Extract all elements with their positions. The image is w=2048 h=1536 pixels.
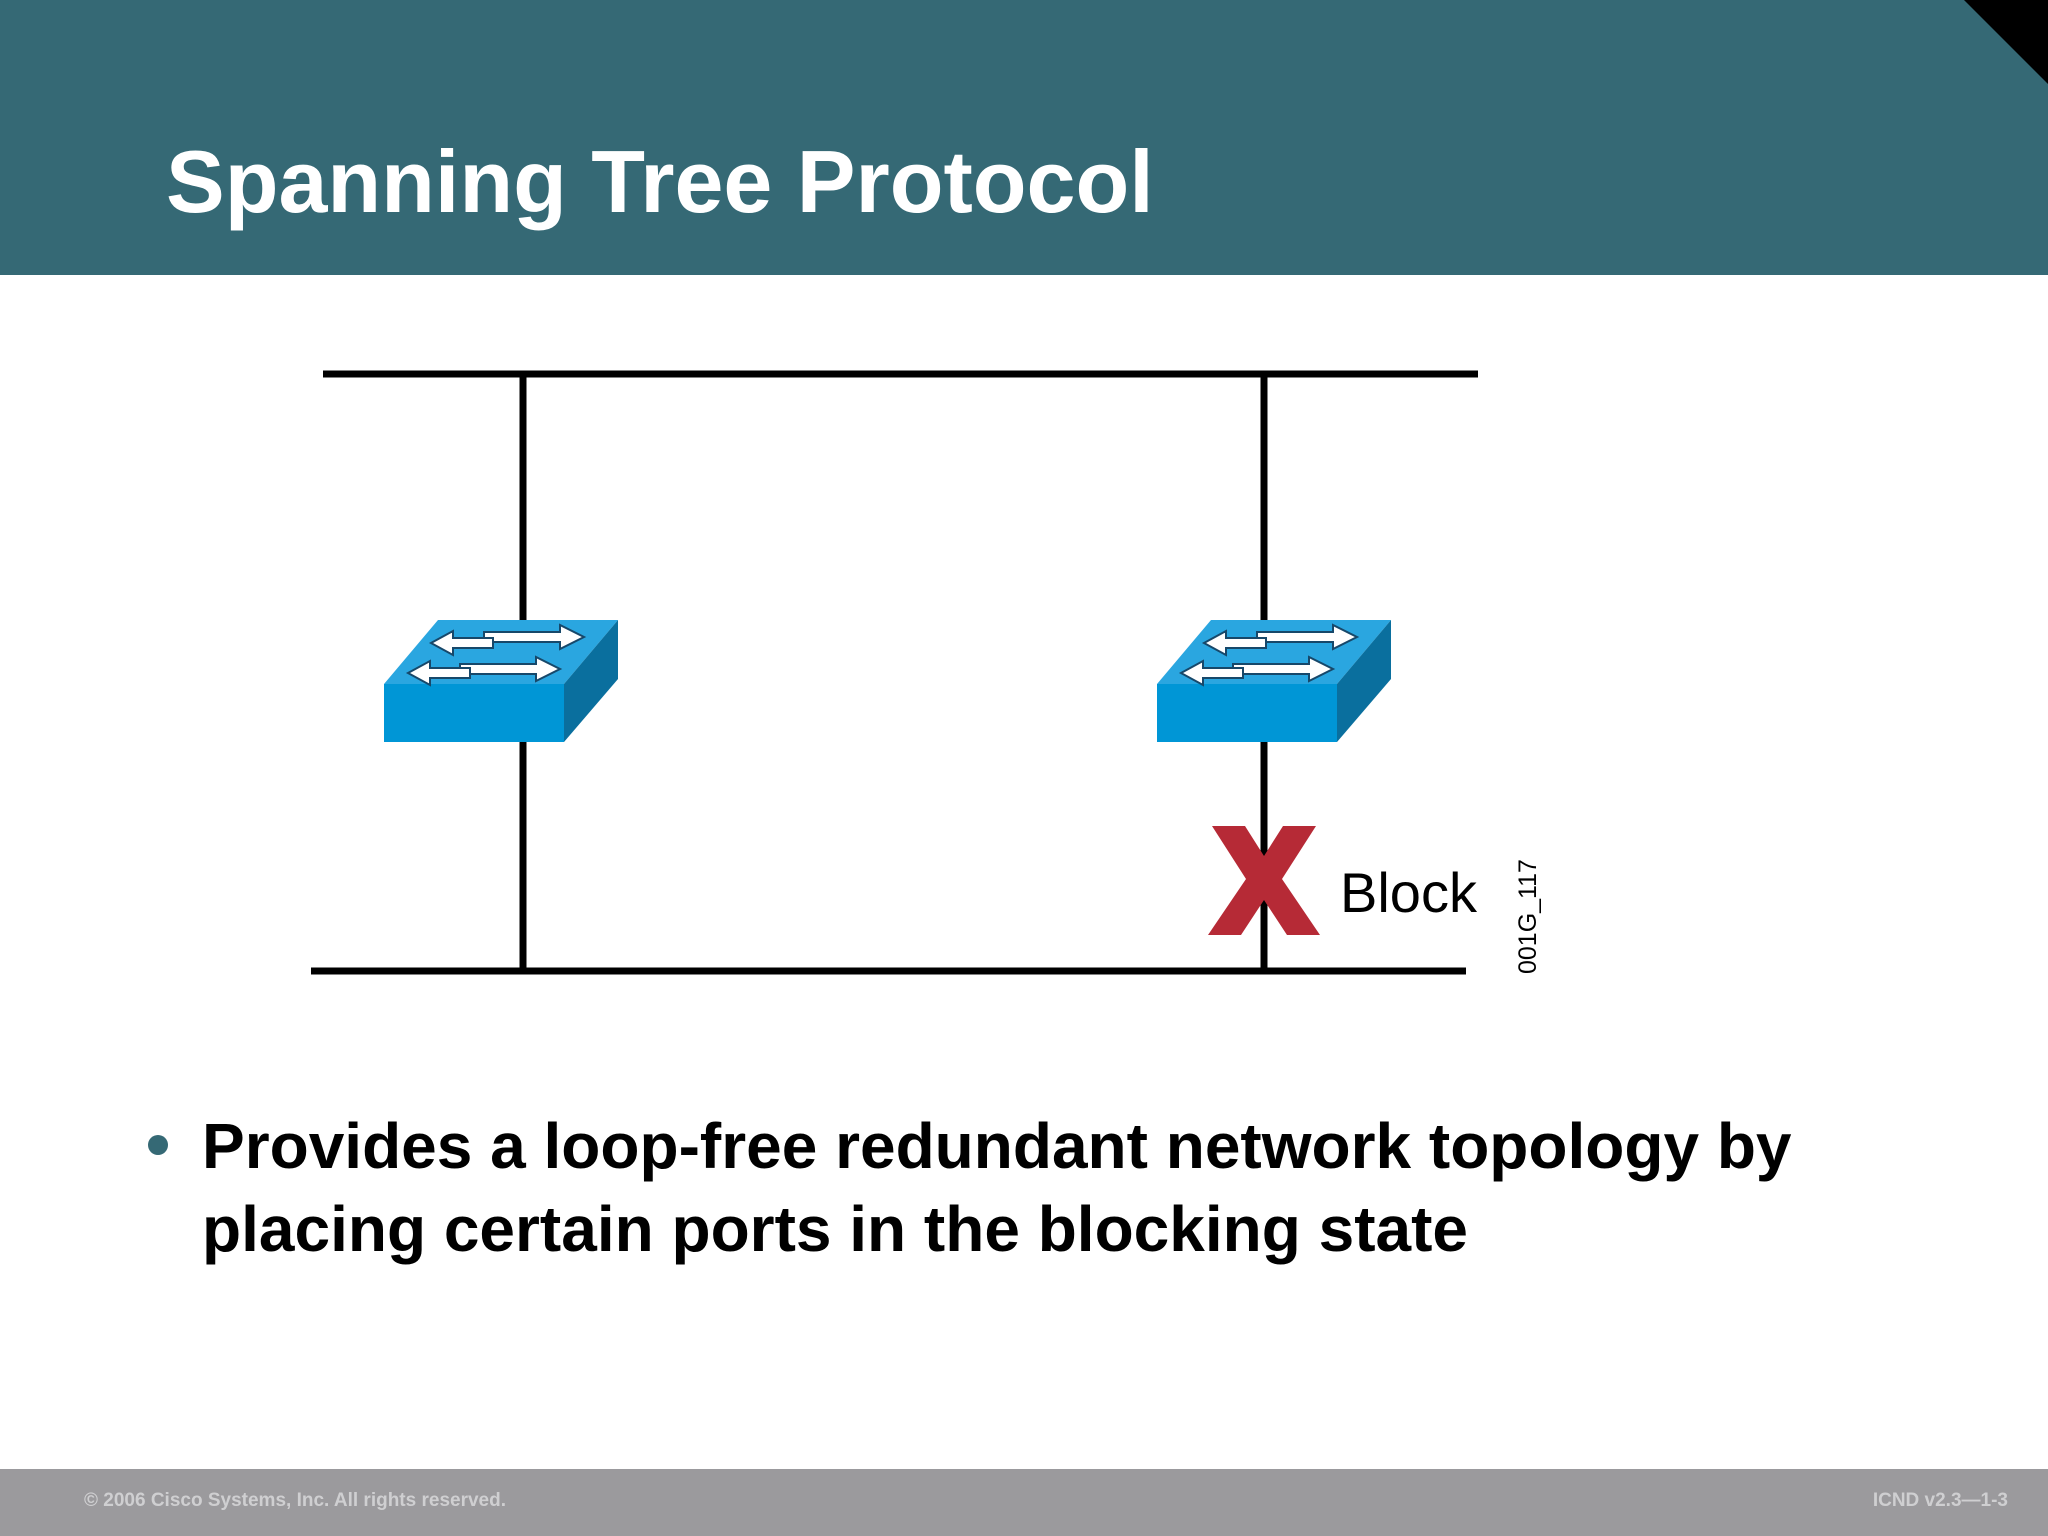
right-switch-icon — [1157, 620, 1391, 742]
block-label: Block — [1340, 861, 1478, 924]
corner-triangle — [1964, 0, 2048, 84]
bullet-dot-icon — [148, 1135, 168, 1155]
bullet-text: Provides a loop-free redundant network t… — [202, 1110, 1792, 1265]
slide-number: ICND v2.3—1-3 — [1872, 1490, 2008, 1511]
bullet-item: Provides a loop-free redundant network t… — [148, 1105, 1998, 1271]
copyright-text: © 2006 Cisco Systems, Inc. All rights re… — [84, 1490, 506, 1511]
footer-bar: © 2006 Cisco Systems, Inc. All rights re… — [0, 1469, 2048, 1536]
title-bar: Spanning Tree Protocol — [0, 0, 2048, 275]
figure-id-label: 001G_117 — [1514, 859, 1542, 974]
block-x-icon — [1208, 826, 1320, 935]
left-switch-icon — [384, 620, 618, 742]
slide-title: Spanning Tree Protocol — [166, 132, 1154, 231]
network-diagram: Block 001G_117 — [311, 370, 1542, 975]
